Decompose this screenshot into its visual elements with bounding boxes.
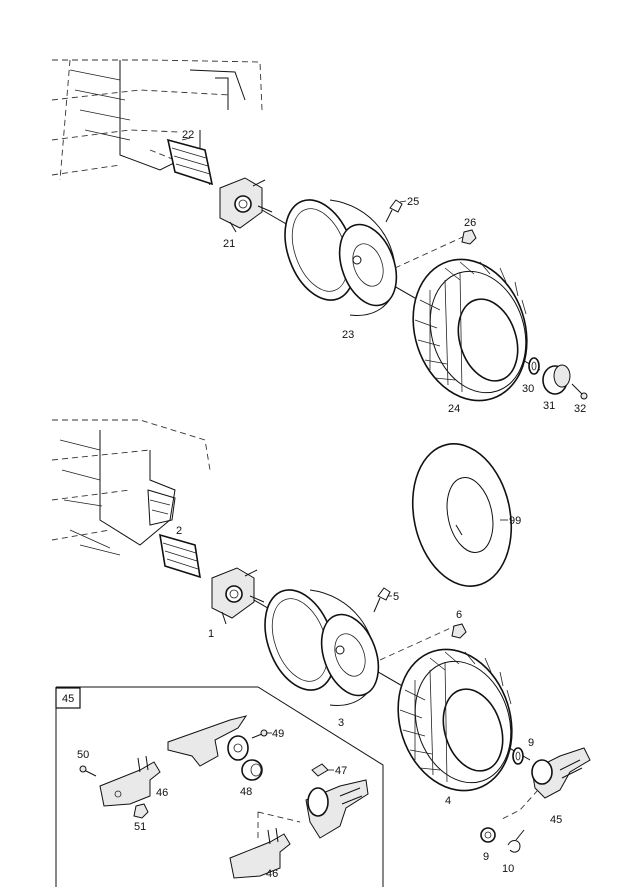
valve-25 <box>385 199 403 223</box>
washer-30 <box>528 357 540 375</box>
spindle-22 <box>166 138 214 186</box>
callout-48: 48 <box>240 786 252 798</box>
callout-49: 49 <box>272 728 284 740</box>
bracket-assembly <box>305 779 369 839</box>
tire-4 <box>397 648 513 792</box>
callout-6: 6 <box>456 609 462 621</box>
callout-line-22 <box>181 137 191 141</box>
callout-9-upper: 9 <box>528 737 534 749</box>
bolt-50 <box>79 765 97 777</box>
upper-frame <box>51 59 263 186</box>
plate-46-upper <box>99 755 161 807</box>
plate-46-lower <box>229 827 291 879</box>
callout-25: 25 <box>407 196 419 208</box>
callout-2: 2 <box>176 525 182 537</box>
lower-frame <box>51 419 211 556</box>
bracket-arm <box>167 715 249 767</box>
valve-5 <box>373 587 391 613</box>
washer-9-upper <box>512 747 524 765</box>
callout-30: 30 <box>522 383 534 395</box>
callout-9-lower: 9 <box>483 851 489 863</box>
dash-line-26 <box>394 235 466 269</box>
hub-21 <box>219 177 273 233</box>
callout-31: 31 <box>543 400 555 412</box>
cap-31 <box>542 364 571 395</box>
rim-23 <box>284 199 398 316</box>
inner-tube-99 <box>411 443 513 587</box>
inset-45: 45 49 50 46 51 48 <box>55 686 384 887</box>
callout-line-25 <box>399 200 407 203</box>
hub-1 <box>211 567 265 625</box>
callout-1: 1 <box>208 628 214 640</box>
callout-46-upper: 46 <box>156 787 168 799</box>
callout-50: 50 <box>77 749 89 761</box>
bracket-45 <box>531 747 591 799</box>
callout-3: 3 <box>338 717 344 729</box>
clip-10 <box>507 829 525 853</box>
callout-21: 21 <box>223 238 235 250</box>
nut-6 <box>451 623 467 639</box>
callout-26: 26 <box>464 217 476 229</box>
callout-32: 32 <box>574 403 586 415</box>
screw-49 <box>251 729 268 739</box>
callout-47: 47 <box>335 765 347 777</box>
callout-4: 4 <box>445 795 451 807</box>
dash-line-9-10 <box>499 789 539 821</box>
spindle-2 <box>159 533 201 579</box>
callout-22: 22 <box>182 129 194 141</box>
callout-10: 10 <box>502 863 514 875</box>
dash-line-46 <box>257 811 301 840</box>
tire-24 <box>412 258 528 402</box>
callout-24: 24 <box>448 403 460 415</box>
callout-5: 5 <box>393 591 399 603</box>
callout-99: 99 <box>509 515 521 527</box>
callout-23: 23 <box>342 329 354 341</box>
callout-51: 51 <box>134 821 146 833</box>
dash-line-6 <box>379 625 456 661</box>
callout-45: 45 <box>550 814 562 826</box>
inset-label-45: 45 <box>62 693 74 705</box>
bushing-48 <box>241 759 263 781</box>
inset-label-box <box>55 687 81 709</box>
bolt-32 <box>571 383 588 400</box>
nut-26 <box>461 229 477 245</box>
nut-51 <box>133 803 149 819</box>
callout-46-lower: 46 <box>266 868 278 880</box>
rim-3 <box>264 589 380 706</box>
clip-47 <box>311 763 329 777</box>
washer-9-lower <box>480 827 496 843</box>
